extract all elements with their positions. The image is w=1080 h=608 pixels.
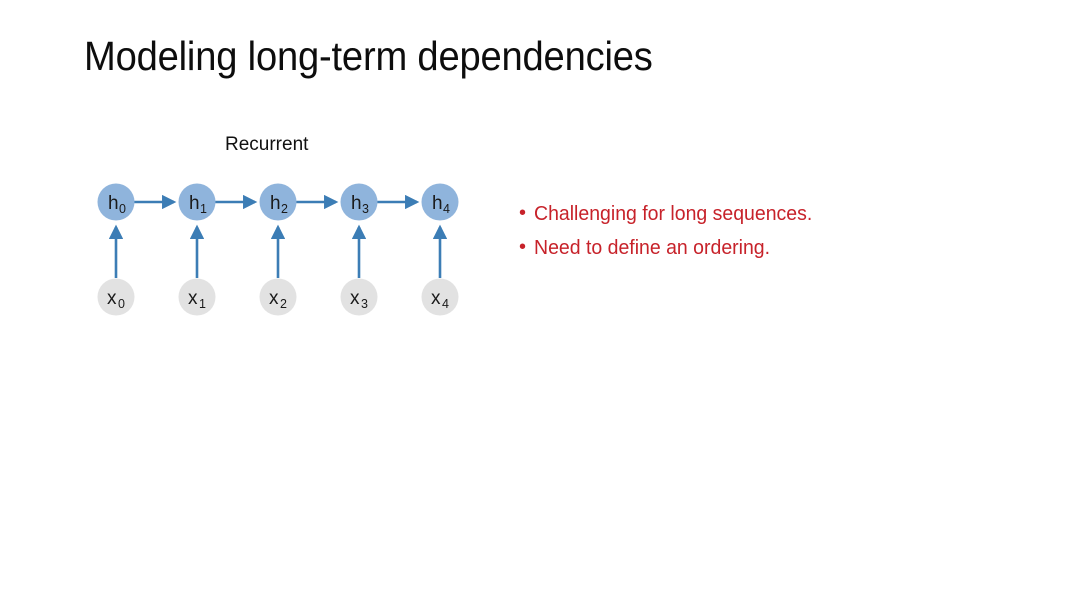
bullet-marker-icon: • xyxy=(519,202,527,224)
hidden-node-subscript: 1 xyxy=(200,202,207,216)
input-node-circle xyxy=(97,278,135,316)
hidden-node-label: h xyxy=(432,193,443,214)
input-node-circle xyxy=(178,278,216,316)
hidden-node-circle xyxy=(421,183,459,221)
input-node-x1[interactable]: x 1 xyxy=(178,278,216,316)
input-node-subscript: 2 xyxy=(280,297,287,311)
diagram-caption: Recurrent xyxy=(225,134,309,155)
hidden-node-label: h xyxy=(351,193,362,214)
input-node-x2[interactable]: x 2 xyxy=(259,278,297,316)
input-node-x4[interactable]: x 4 xyxy=(421,278,459,316)
input-node-subscript: 3 xyxy=(361,297,368,311)
input-node-x3[interactable]: x 3 xyxy=(340,278,378,316)
diagram-canvas: h 0 h 1 h 2 h 3 h 4 x 0 xyxy=(97,183,459,316)
hidden-node-circle xyxy=(178,183,216,221)
hidden-node-circle xyxy=(340,183,378,221)
hidden-node-label: h xyxy=(108,193,119,214)
input-node-label: x xyxy=(188,288,198,309)
input-node-label: x xyxy=(269,288,279,309)
hidden-node-subscript: 3 xyxy=(362,202,369,216)
input-node-label: x xyxy=(350,288,360,309)
input-node-subscript: 4 xyxy=(442,297,449,311)
input-node-x0[interactable]: x 0 xyxy=(97,278,135,316)
hidden-node-label: h xyxy=(270,193,281,214)
hidden-node-subscript: 4 xyxy=(443,202,450,216)
hidden-node-circle xyxy=(259,183,297,221)
bullet-text: Need to define an ordering. xyxy=(534,236,771,259)
hidden-node-h2[interactable]: h 2 xyxy=(259,183,297,221)
hidden-node-subscript: 2 xyxy=(281,202,288,216)
hidden-node-h1[interactable]: h 1 xyxy=(178,183,216,221)
list-item: • Need to define an ordering. xyxy=(516,234,1036,261)
recurrent-network-diagram: Recurrent h 0 h xyxy=(0,0,520,340)
input-node-circle xyxy=(259,278,297,316)
bullet-list: • Challenging for long sequences. • Need… xyxy=(516,200,1036,268)
list-item: • Challenging for long sequences. xyxy=(516,200,1036,227)
hidden-node-h4[interactable]: h 4 xyxy=(421,183,459,221)
bullet-marker-icon: • xyxy=(519,236,527,258)
hidden-node-circle xyxy=(97,183,135,221)
hidden-node-label: h xyxy=(189,193,200,214)
page-title: Modeling long-term dependencies xyxy=(84,33,653,79)
bullet-text: Challenging for long sequences. xyxy=(534,202,813,225)
hidden-node-subscript: 0 xyxy=(119,202,126,216)
input-node-subscript: 1 xyxy=(199,297,206,311)
input-node-circle xyxy=(340,278,378,316)
input-arrows xyxy=(108,224,448,278)
hidden-node-h3[interactable]: h 3 xyxy=(340,183,378,221)
input-node-label: x xyxy=(107,288,117,309)
input-node-subscript: 0 xyxy=(118,297,125,311)
hidden-node-h0[interactable]: h 0 xyxy=(97,183,135,221)
input-node-label: x xyxy=(431,288,441,309)
input-node-circle xyxy=(421,278,459,316)
